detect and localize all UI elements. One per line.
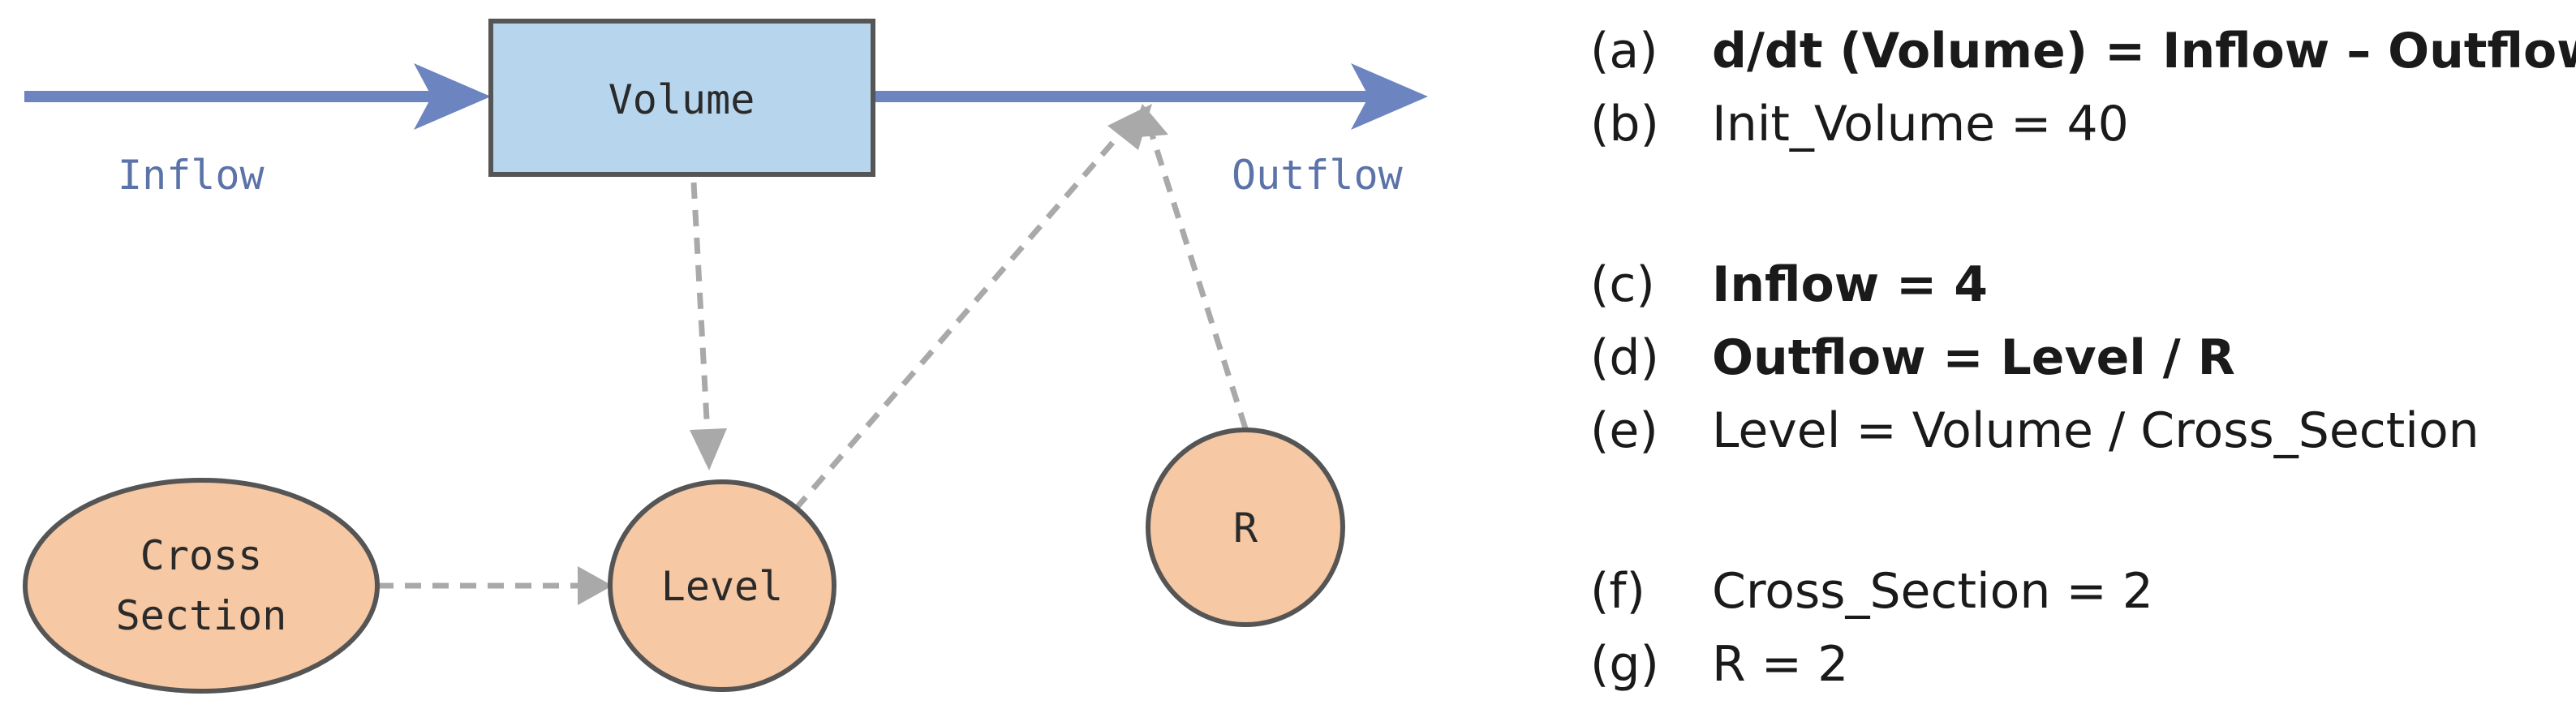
equation-text: R = 2 (1712, 636, 1849, 693)
cross-section-label-line1: Cross (140, 532, 263, 579)
equation-tag: (d) (1590, 329, 1659, 386)
stock-label: Volume (609, 76, 755, 123)
outflow-label: Outflow (1232, 152, 1404, 199)
equation-row: (d) Outflow = Level / R (1590, 329, 2564, 402)
variable-cross-section: Cross Section (23, 478, 380, 694)
equation-text: Inflow = 4 (1712, 256, 1988, 313)
equation-tag: (a) (1590, 23, 1658, 79)
equation-tag: (f) (1590, 563, 1645, 620)
arrowhead-level-from-crosssection (578, 566, 613, 605)
link-volume-to-level (690, 182, 711, 435)
equation-text: Init_Volume = 40 (1712, 96, 2129, 153)
equation-row: (a) d/dt (Volume) = Inflow – Outflow (1590, 23, 2576, 96)
equation-tag: (c) (1590, 256, 1655, 313)
equation-text: Outflow = Level / R (1712, 329, 2235, 386)
variable-level: Level (608, 479, 836, 692)
inflow-arrow (24, 63, 491, 130)
equation-row: (c) Inflow = 4 (1590, 256, 2564, 329)
stock-flow-diagram: Volume Inflow Outflow Cross Section Leve… (23, 19, 1428, 694)
equation-tag: (g) (1590, 636, 1659, 693)
equation-tag: (b) (1590, 96, 1659, 153)
arrowhead-level-from-volume (690, 428, 727, 471)
equation-text: Cross_Section = 2 (1712, 563, 2153, 620)
equation-tag: (e) (1590, 402, 1658, 459)
equation-row: (f) Cross_Section = 2 (1590, 563, 2564, 636)
equation-row: (e) Level = Volume / Cross_Section (1590, 402, 2564, 475)
level-label: Level (661, 563, 784, 610)
link-level-to-outflow (793, 127, 1126, 512)
equation-group-spacer (1590, 169, 2564, 256)
inflow-label: Inflow (118, 152, 265, 199)
equation-row: (b) Init_Volume = 40 (1590, 96, 2564, 169)
variable-r: R (1146, 428, 1345, 627)
equation-text: d/dt (Volume) = Inflow – Outflow (1712, 23, 2576, 79)
r-label: R (1233, 505, 1258, 552)
equation-row: (g) R = 2 (1590, 636, 2564, 709)
outflow-arrow (873, 63, 1428, 130)
cross-section-label-line2: Section (116, 592, 287, 639)
equation-text: Level = Volume / Cross_Section (1712, 402, 2479, 459)
equation-list: (a) d/dt (Volume) = Inflow – Outflow (b)… (1590, 23, 2576, 709)
link-r-to-outflow (1147, 128, 1249, 430)
stock-volume: Volume (488, 19, 875, 177)
equation-group-spacer (1590, 475, 2564, 563)
arrowhead-outflow-from-r (1129, 104, 1168, 138)
